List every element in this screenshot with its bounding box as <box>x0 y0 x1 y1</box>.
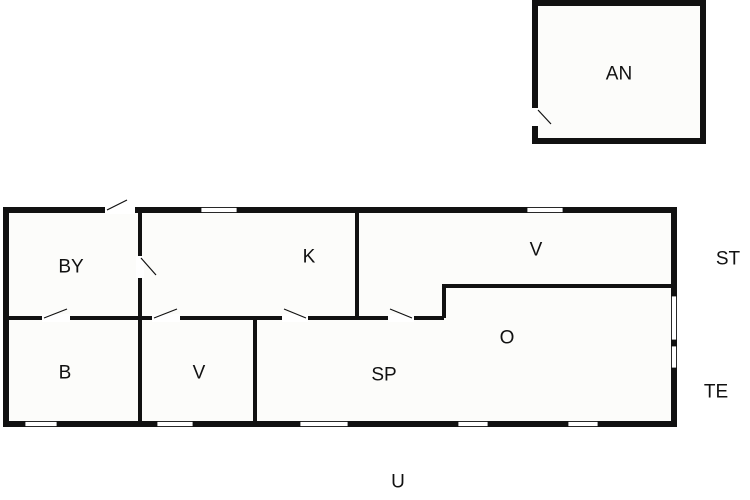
door-leaf-kitchen-dining <box>283 308 307 319</box>
annex-door-leaf <box>537 109 552 125</box>
door-gap-bath <box>42 314 70 322</box>
window-east-2 <box>671 345 677 369</box>
window-kitchen <box>200 207 238 213</box>
room-label-bath: B <box>59 363 72 384</box>
room-label-annex: AN <box>606 64 632 85</box>
room-label-dining: SP <box>371 365 396 386</box>
interior-walls <box>6 210 672 424</box>
window-bath <box>24 421 58 427</box>
door-leaf-entry <box>106 199 128 211</box>
doors <box>42 199 414 322</box>
window-open-2 <box>567 421 599 427</box>
door-gap-entry <box>105 206 135 214</box>
window-living-top <box>526 207 564 213</box>
outside-label-terrace: TE <box>704 382 728 403</box>
annex-floor <box>532 0 706 144</box>
door-leaf-living-dining <box>389 308 413 319</box>
window-dining <box>299 421 349 427</box>
room-label-living-top: V <box>530 240 543 261</box>
door-leaf-by-kitchen <box>140 257 157 276</box>
door-leaf-bath <box>43 308 68 319</box>
room-label-living-small: V <box>193 363 206 384</box>
window-open-1 <box>457 421 489 427</box>
room-label-open-area: O <box>500 328 515 349</box>
outside-label-north: ST <box>716 249 741 270</box>
windows <box>24 207 677 427</box>
annex-building: AN <box>531 0 706 144</box>
door-leaf-v-small <box>153 308 178 319</box>
door-gap-v-small <box>152 314 180 322</box>
door-gap-kitchen-dining <box>282 314 308 322</box>
outer-wall <box>3 207 677 427</box>
annex-door-gap <box>531 108 539 126</box>
room-label-kitchen: K <box>303 247 316 268</box>
room-label-utility: BY <box>58 257 84 278</box>
window-east-1 <box>671 295 677 341</box>
main-house: BY K V B V SP O <box>3 199 677 427</box>
window-v-small <box>156 421 194 427</box>
door-gap-by-kitchen <box>136 256 144 278</box>
door-gap-living-dining <box>388 314 414 322</box>
outside-label-south: U <box>391 472 405 493</box>
